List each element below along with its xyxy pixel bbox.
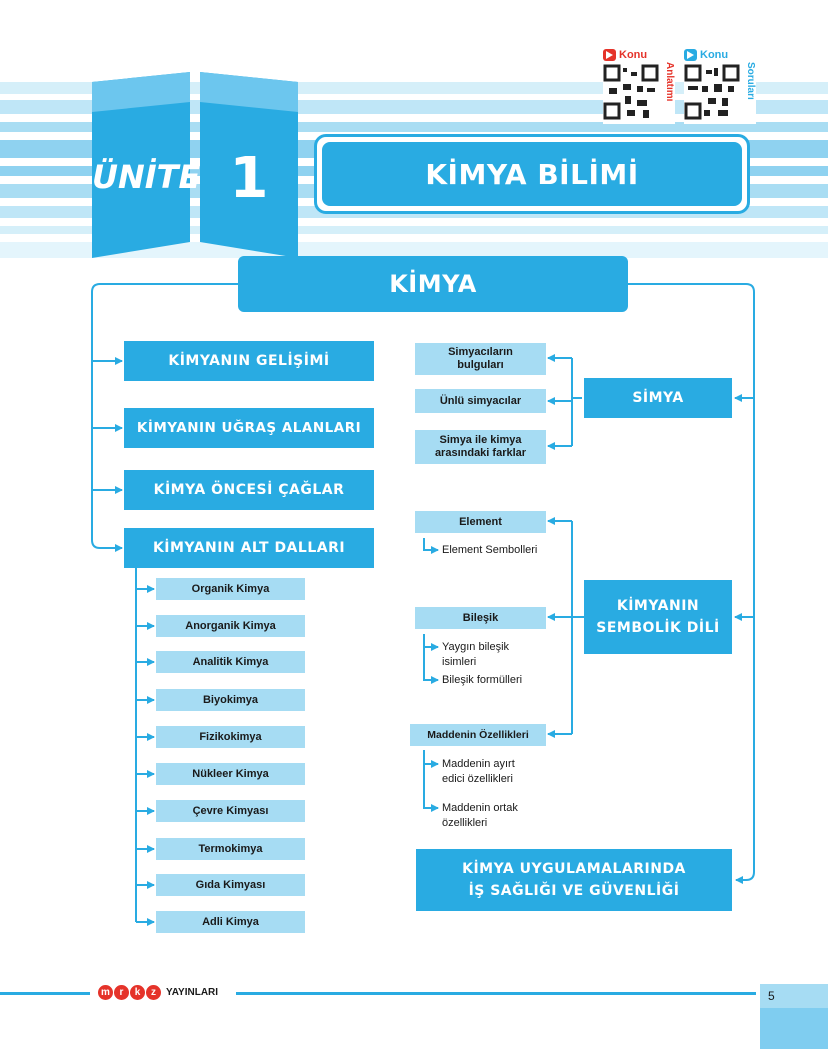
unit-word: ÜNİTE [92, 158, 201, 196]
header-stripe [0, 242, 828, 258]
play-icon [684, 49, 697, 61]
branch-item: Fizikokimya [156, 726, 305, 748]
sembolik-title-line2: SEMBOLİK DİLİ [596, 620, 720, 636]
logo-letter: m [98, 985, 113, 1000]
logo-letter: z [146, 985, 161, 1000]
qr-side-text: Anlatımı [664, 62, 675, 102]
branch-item: Adli Kimya [156, 911, 305, 933]
qr-label-text: Konu [700, 49, 729, 61]
branch-item: Çevre Kimyası [156, 800, 305, 822]
page-number-tab: 5 [760, 984, 828, 1049]
qr-side-text: Soruları [745, 62, 756, 100]
sembolik-element: Element [415, 511, 546, 533]
qr-konu-sorulari[interactable]: Konu Soruları [684, 48, 756, 124]
note-element-sembolleri: Element Sembolleri [442, 544, 538, 556]
sembolik-title-line1: KİMYANIN [616, 598, 700, 614]
note-bilesik-formulleri: Bileşik formülleri [442, 674, 523, 686]
safety-line2: İŞ SAĞLIĞI VE GÜVENLİĞİ [468, 883, 680, 899]
qr-label: Konu [603, 48, 647, 62]
branch-item: Biyokimya [156, 689, 305, 711]
box-simya: SİMYA [584, 378, 732, 418]
box-kimya-oncesi-caglar: KİMYA ÖNCESİ ÇAĞLAR [124, 470, 374, 510]
box-sembolik-dili: KİMYANIN SEMBOLİK DİLİ [584, 580, 732, 654]
branch-item: Gıda Kimyası [156, 874, 305, 896]
footer-line-right [236, 992, 756, 995]
qr-code-icon [603, 64, 659, 120]
root-box-kimya: KİMYA [238, 256, 628, 312]
branch-item: Analitik Kimya [156, 651, 305, 673]
footer-line-left [0, 992, 90, 995]
logo-letter: k [130, 985, 145, 1000]
logo-letter: r [114, 985, 129, 1000]
box-kimyanin-gelisimi: KİMYANIN GELİŞİMİ [124, 341, 374, 381]
unit-title: KİMYA BİLİMİ [322, 142, 742, 206]
page-number: 5 [768, 989, 775, 1003]
qr-label: Konu [684, 48, 728, 62]
sembolik-madde: Maddenin Özellikleri [410, 724, 546, 746]
note-ortak: Maddenin ortak özellikleri [442, 802, 518, 829]
note-ayirt-edici: Maddenin ayırt edici özellikleri [442, 758, 515, 785]
unit-badge-shape [92, 72, 298, 258]
box-is-sagligi: KİMYA UYGULAMALARINDA İŞ SAĞLIĞI VE GÜVE… [416, 849, 732, 911]
box-alt-dallar: KİMYANIN ALT DALLARI [124, 528, 374, 568]
box-ugras-alanlari: KİMYANIN UĞRAŞ ALANLARI [124, 408, 374, 448]
unit-badge: ÜNİTE 1 [92, 72, 298, 258]
unit-number: 1 [229, 146, 269, 211]
publisher-logo: m r k z YAYINLARI [98, 985, 218, 1000]
branch-item: Termokimya [156, 838, 305, 860]
branch-item: Anorganik Kimya [156, 615, 305, 637]
branch-item: Organik Kimya [156, 578, 305, 600]
qr-konu-anlatimi[interactable]: Konu Anlatımı [603, 48, 675, 124]
branch-item: Nükleer Kimya [156, 763, 305, 785]
header-stripe [0, 122, 828, 132]
play-icon [603, 49, 616, 61]
simya-item-unlu: Ünlü simyacılar [415, 389, 546, 413]
safety-line1: KİMYA UYGULAMALARINDA [462, 861, 686, 877]
simya-item-farklar: Simya ile kimya arasındaki farklar [415, 430, 546, 464]
publisher-name: YAYINLARI [166, 987, 219, 998]
qr-code-icon [684, 64, 740, 120]
note-yaygin-bilesik: Yaygın bileşik isimleri [442, 641, 510, 668]
qr-label-text: Konu [619, 49, 648, 61]
simya-item-bulgular: Simyacıların bulguları [415, 343, 546, 375]
sembolik-bilesik: Bileşik [415, 607, 546, 629]
page-number-top [760, 984, 828, 1008]
header-stripe [0, 226, 828, 234]
